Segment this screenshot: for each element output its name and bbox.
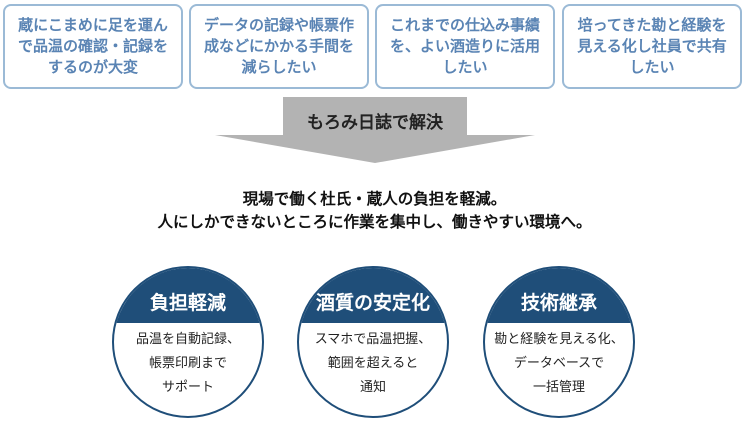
problem-box-2: データの記録や帳票作 成などにかかる手間を 減らしたい (189, 4, 369, 89)
benefit-title: 技術継承 (485, 268, 633, 323)
problem-box-1: 蔵にこまめに足を運ん で品温の確認・記録を するのが大変 (3, 4, 183, 89)
headline-line-2: 人にしかできないところに作業を集中し、働きやすい環境へ。 (157, 213, 592, 231)
benefit-circle-quality: 酒質の安定化 スマホで品温把握、 範囲を超えると 通知 (297, 266, 449, 418)
problem-box-3: これまでの仕込み事績 を、よい酒造りに活用 したい (375, 4, 555, 89)
benefit-title: 酒質の安定化 (299, 268, 447, 323)
solution-label: もろみ日誌で解決 (307, 113, 443, 133)
benefit-description: スマホで品温把握、 範囲を超えると 通知 (314, 332, 432, 395)
problem-box-4: 培ってきた勘と経験を 見える化し社員で共有 したい (562, 4, 742, 89)
benefit-description: 品温を自動記録、 帳票印刷まで サポート (135, 332, 240, 395)
benefit-circle-skill: 技術継承 勘と経験を見える化、 データベースで 一括管理 (483, 266, 635, 418)
benefit-title: 負担軽減 (114, 268, 262, 323)
benefit-circle-burden: 負担軽減 品温を自動記録、 帳票印刷まで サポート (112, 266, 264, 418)
headline-line-1: 現場で働く杜氏・蔵人の負担を軽減。 (242, 190, 507, 208)
solution-arrow: もろみ日誌で解決 (215, 97, 535, 163)
benefit-description: 勘と経験を見える化、 データベースで 一括管理 (494, 332, 624, 395)
down-arrow-icon (215, 97, 535, 163)
